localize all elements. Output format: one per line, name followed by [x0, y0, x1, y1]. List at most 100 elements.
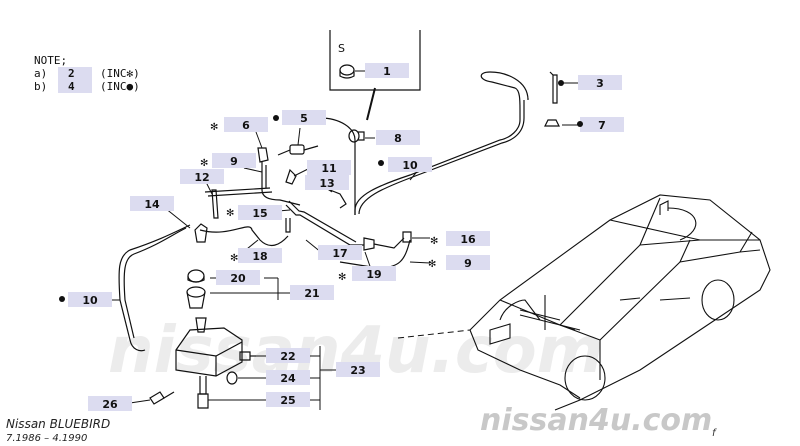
- nozzle-3-icon: [549, 71, 558, 104]
- tube-nozzle-s: [366, 87, 376, 121]
- callout-16: 16: [446, 231, 490, 246]
- callout-box: [224, 117, 268, 132]
- callout-10: 10: [68, 292, 112, 307]
- callout-number: 17: [332, 247, 347, 260]
- watermark-bottom: nissan4u.com: [480, 403, 712, 438]
- callout-box: [180, 169, 224, 184]
- callout-box: [216, 270, 260, 285]
- callout-number: 24: [280, 372, 296, 385]
- callout-box: [305, 175, 349, 190]
- callout-9: 9: [446, 255, 490, 270]
- callout-box: [352, 266, 396, 281]
- callout-box: [290, 285, 334, 300]
- note-a-part: 2: [68, 67, 75, 80]
- callout-5: 5: [282, 110, 326, 125]
- callout-box: [365, 63, 409, 78]
- callout-number: 8: [394, 132, 402, 145]
- footer-dates: 7.1986 – 4.1990: [6, 433, 87, 444]
- callout-box: [238, 205, 282, 220]
- note-block: NOTE; a) 2 (INC✻) b) 4 (INC●): [34, 54, 140, 93]
- note-b-part: 4: [68, 80, 75, 93]
- callout-number: 23: [350, 364, 365, 377]
- callout-number: 10: [402, 159, 418, 172]
- dot-marker: [273, 115, 279, 121]
- callout-box: [307, 160, 351, 175]
- inset-box: [329, 30, 421, 91]
- callout-box: [266, 370, 310, 385]
- callout-1: 1: [365, 63, 409, 78]
- callout-box: [388, 157, 432, 172]
- clip-7-icon: [544, 119, 560, 127]
- callout-box: [68, 292, 112, 307]
- callout-12: 12: [180, 169, 224, 184]
- callout-number: 25: [280, 394, 295, 407]
- callout-number: 5: [300, 112, 308, 125]
- grommet-8-icon: [348, 129, 365, 143]
- callout-20: 20: [216, 270, 260, 285]
- callout-number: 10: [82, 294, 98, 307]
- callout-19: 19: [352, 266, 396, 281]
- dot-marker: [59, 296, 65, 302]
- callout-10: 10: [388, 157, 432, 172]
- callout-26: 26: [88, 396, 132, 411]
- callout-9: 9: [212, 153, 256, 168]
- callout-13: 13: [305, 175, 349, 190]
- callout-number: 11: [321, 162, 336, 175]
- callout-number: 3: [596, 77, 604, 90]
- screw-26-icon: [149, 391, 175, 405]
- star-marker: ✻: [430, 236, 438, 247]
- footer-model: Nissan BLUEBIRD: [6, 417, 110, 431]
- callout-number: 26: [102, 398, 118, 411]
- callout-number: 6: [242, 119, 250, 132]
- callout-number: 20: [230, 272, 246, 285]
- note-a-part-box: [58, 67, 92, 80]
- callout-17: 17: [318, 245, 362, 260]
- callout-number: 1: [383, 65, 391, 78]
- callout-box: [212, 153, 256, 168]
- star-marker: ✻: [226, 208, 234, 219]
- callout-number: 19: [366, 268, 381, 281]
- cap-icon: [339, 64, 355, 79]
- callout-number: 13: [319, 177, 334, 190]
- symbol-markers: ✻ ✻ ✻ ✻ ✻ ✻ ✻: [59, 80, 583, 302]
- pump-22-icon: [239, 351, 256, 361]
- callout-box: [88, 396, 132, 411]
- callout-24: 24: [266, 370, 310, 385]
- washer-tank-icon: [175, 317, 243, 409]
- star-marker: ✻: [210, 122, 218, 133]
- callout-box: [266, 348, 310, 363]
- connector-5-icon: [277, 144, 319, 156]
- dot-marker: [577, 121, 583, 127]
- car-illustration: [469, 194, 771, 411]
- callout-box: [376, 130, 420, 145]
- grommet-24-icon: [226, 371, 238, 385]
- callout-14: 14: [130, 196, 174, 211]
- callout-22: 22: [266, 348, 310, 363]
- note-title: NOTE;: [34, 54, 67, 67]
- callout-number: 9: [464, 257, 472, 270]
- page-mark: f: [712, 428, 717, 439]
- callout-number: 16: [460, 233, 476, 246]
- note-a-suffix: (INC✻): [100, 67, 140, 80]
- star-marker: ✻: [230, 253, 238, 264]
- star-marker: ✻: [338, 272, 346, 283]
- callout-6: 6: [224, 117, 268, 132]
- callout-box: [130, 196, 174, 211]
- callout-number: 18: [252, 250, 267, 263]
- callout-21: 21: [290, 285, 334, 300]
- callout-box: [238, 248, 282, 263]
- callout-23: 23: [336, 362, 380, 377]
- callout-number: 21: [304, 287, 319, 300]
- callout-box: [336, 362, 380, 377]
- note-b-prefix: b): [34, 80, 47, 93]
- callout-box: [446, 255, 490, 270]
- callout-box: [580, 117, 624, 132]
- callout-11: 11: [307, 160, 351, 175]
- callout-number: 9: [230, 155, 238, 168]
- inset-box-label: S: [338, 42, 345, 55]
- callout-7: 7: [580, 117, 624, 132]
- note-b-suffix: (INC●): [100, 80, 140, 93]
- dot-marker: [558, 80, 564, 86]
